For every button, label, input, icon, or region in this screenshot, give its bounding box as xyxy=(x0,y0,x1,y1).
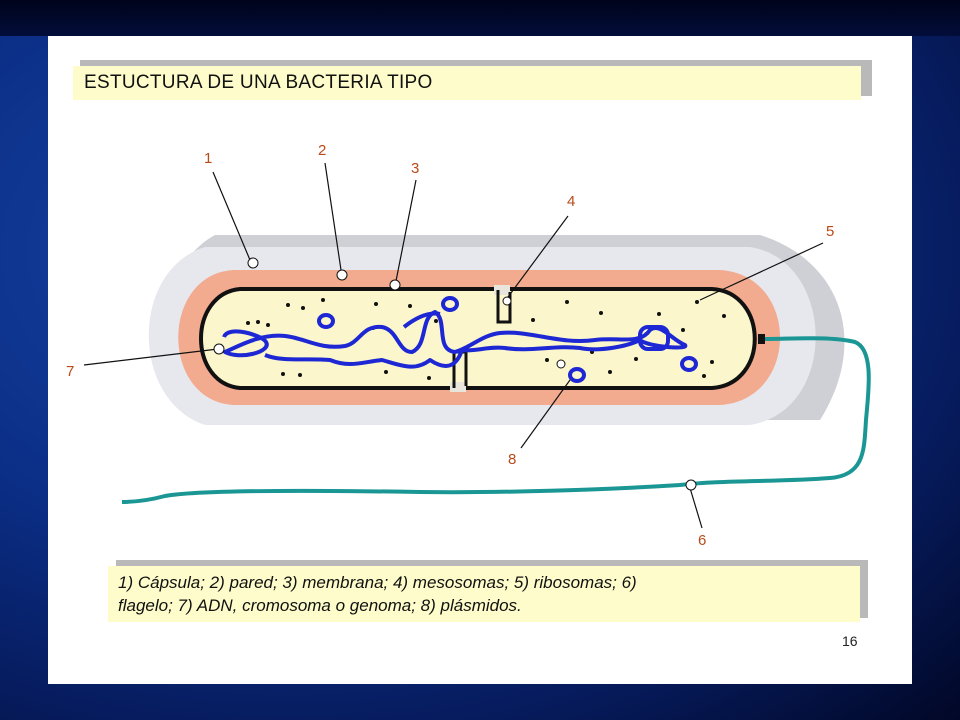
label-6: 6 xyxy=(698,532,706,549)
label-5: 5 xyxy=(826,223,834,240)
label-7: 7 xyxy=(66,363,74,380)
label-2: 2 xyxy=(318,142,326,159)
slide-title: ESTUCTURA DE UNA BACTERIA TIPO xyxy=(84,72,433,93)
plasmids xyxy=(317,296,698,383)
flagellum-base xyxy=(758,334,765,344)
dna-chromosome xyxy=(222,310,688,369)
dna-fragment xyxy=(402,311,441,329)
legend-line-2: flagelo; 7) ADN, cromosoma o genoma; 8) … xyxy=(118,596,522,615)
ribosomes xyxy=(246,298,726,380)
top-band xyxy=(0,0,960,36)
label-8: 8 xyxy=(508,451,516,468)
title-box xyxy=(73,66,861,100)
label-3: 3 xyxy=(411,160,419,177)
label-4: 4 xyxy=(567,193,575,210)
label-1: 1 xyxy=(204,150,212,167)
mesosome-top xyxy=(494,285,512,324)
page-number: 16 xyxy=(842,633,858,649)
dna-loop-end xyxy=(638,325,670,351)
callout-markers xyxy=(213,257,697,491)
legend-line-1: 1) Cápsula; 2) pared; 3) membrana; 4) me… xyxy=(118,573,637,592)
legend: 1) Cápsula; 2) pared; 3) membrana; 4) me… xyxy=(118,571,858,617)
legend-box xyxy=(108,566,860,622)
callout-lines xyxy=(83,162,824,529)
